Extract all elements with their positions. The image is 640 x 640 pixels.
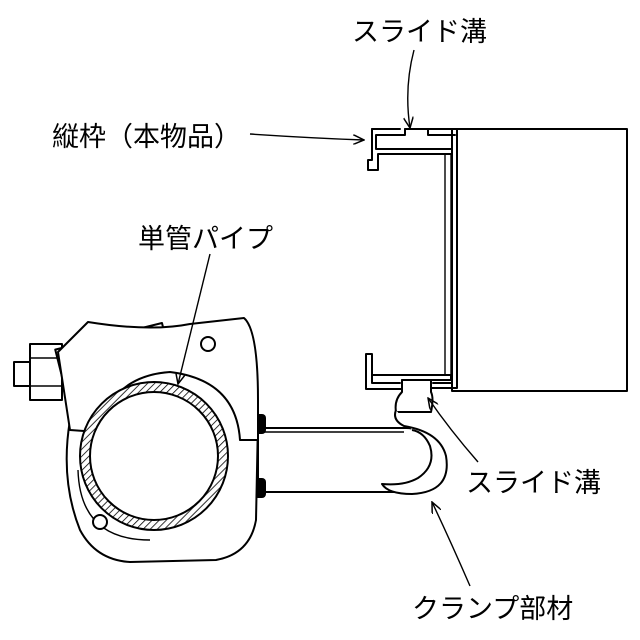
- frame-channel-outer: [366, 129, 457, 389]
- label-clamp-member: クランプ部材: [412, 594, 573, 625]
- leader-slide-groove-top: [408, 50, 414, 128]
- leader-clamp-member: [432, 502, 470, 586]
- clamp-member: [254, 380, 447, 498]
- clamp-hole-upper: [201, 337, 215, 351]
- label-vertical-frame: 縦枠（本物品）: [52, 122, 241, 153]
- label-slide-groove-bottom: スライド溝: [466, 468, 601, 499]
- label-single-pipe: 単管パイプ: [138, 224, 273, 255]
- single-pipe-inner: [90, 392, 218, 520]
- clamp-hole-lower: [93, 515, 107, 529]
- label-slide-groove-top: スライド溝: [352, 17, 487, 48]
- vertical-frame: [366, 129, 627, 391]
- clamp-neck: [396, 380, 433, 412]
- pipe-clamp: [14, 318, 258, 562]
- frame-panel: [452, 129, 627, 391]
- leader-vertical-frame: [250, 134, 364, 140]
- frame-top-lip: [376, 129, 451, 149]
